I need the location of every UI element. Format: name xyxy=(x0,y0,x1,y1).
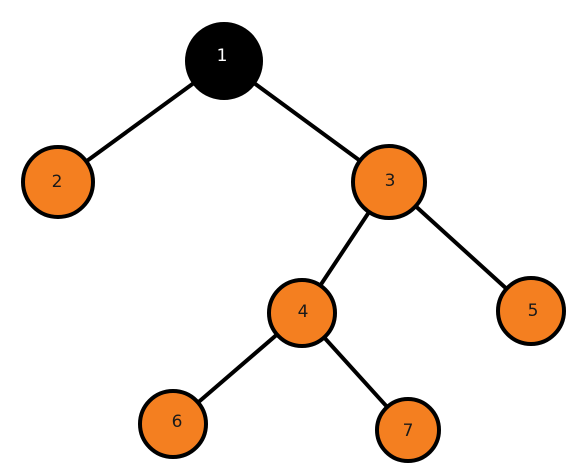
node-6-label: 6 xyxy=(172,412,183,432)
node-2-label: 2 xyxy=(52,172,63,192)
node-7-label: 7 xyxy=(403,421,414,441)
node-3-circle xyxy=(351,144,427,220)
node-3-label: 3 xyxy=(385,171,396,191)
tree-node-3: 3 xyxy=(351,144,427,220)
node-1-circle xyxy=(185,22,263,100)
node-4-label: 4 xyxy=(298,302,309,322)
node-1-label: 1 xyxy=(217,46,228,66)
tree-node-7: 7 xyxy=(375,397,441,463)
tree-node-2: 2 xyxy=(21,145,95,219)
node-4-circle xyxy=(267,278,337,348)
node-6-circle xyxy=(138,389,208,459)
node-layer: 1 2 3 4 5 6 7 xyxy=(21,22,566,463)
tree-node-1: 1 xyxy=(185,22,263,100)
node-5-label: 5 xyxy=(528,301,539,321)
tree-node-4: 4 xyxy=(267,278,337,348)
node-2-circle xyxy=(21,145,95,219)
tree-node-6: 6 xyxy=(138,389,208,459)
node-7-circle xyxy=(375,397,441,463)
edge-layer xyxy=(56,59,533,432)
tree-node-5: 5 xyxy=(496,276,566,346)
node-5-circle xyxy=(496,276,566,346)
